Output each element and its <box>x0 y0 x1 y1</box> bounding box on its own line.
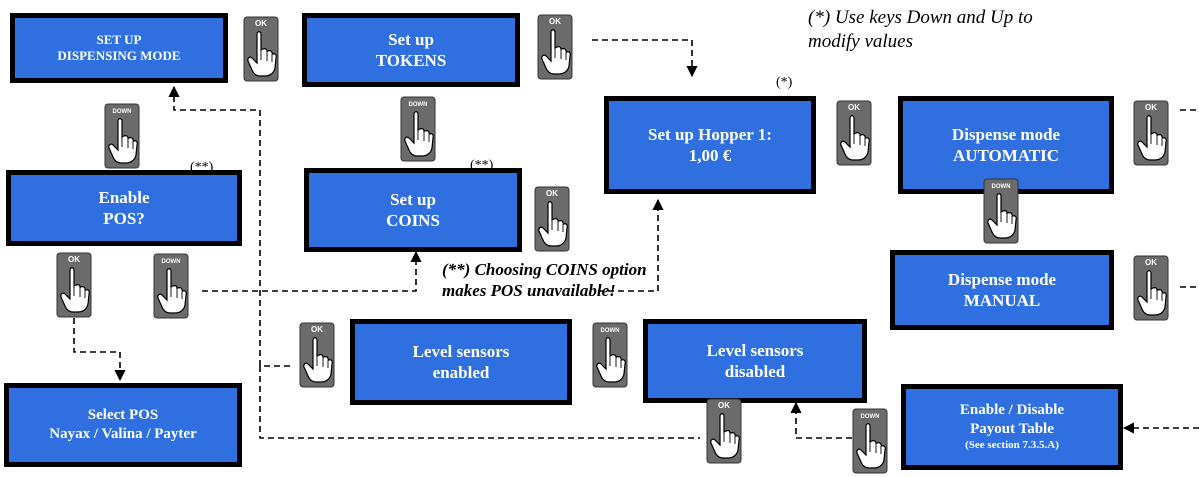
down-key-icon: DOWN <box>104 103 140 169</box>
box-label: POS? <box>103 209 145 228</box>
note-line: (*) Use keys Down and Up to <box>808 7 1033 28</box>
box-label: SET UP <box>96 31 142 47</box>
svg-text:OK: OK <box>311 325 323 334</box>
down-key-icon: DOWN <box>153 253 189 319</box>
svg-text:OK: OK <box>546 189 558 198</box>
box-select-pos: Select POS Nayax / Valina / Payter <box>4 383 242 467</box>
box-setup-tokens: Set up TOKENS <box>302 13 520 87</box>
ok-key-icon: OK <box>836 100 872 166</box>
svg-text:OK: OK <box>68 255 80 264</box>
ok-key-icon: OK <box>706 398 742 464</box>
pos-ok-to-select <box>73 318 126 382</box>
down-key-icon: DOWN <box>592 322 628 388</box>
single-asterisk-mark: (*) <box>776 75 793 90</box>
box-label: Select POS <box>87 407 159 424</box>
box-label: DISPENSING MODE <box>57 48 181 63</box>
keys-hint-note: (*) Use keys Down and Up to modify value… <box>808 6 1033 54</box>
ok-key-icon: OK <box>243 16 279 82</box>
box-label: Level sensors <box>412 341 510 361</box>
ok-key-icon: OK <box>1133 255 1169 321</box>
double-asterisk-mark: (**) <box>190 160 214 175</box>
box-label: (See section 7.3.5.A) <box>965 438 1059 451</box>
box-label: COINS <box>386 211 440 230</box>
box-label: Enable <box>98 187 150 207</box>
down-key-icon: DOWN <box>400 96 436 162</box>
box-label: Nayax / Valina / Payter <box>49 426 197 442</box>
svg-text:DOWN: DOWN <box>113 109 132 115</box>
svg-text:OK: OK <box>549 17 561 26</box>
svg-text:DOWN: DOWN <box>162 259 181 265</box>
box-label: Set up Hopper 1: <box>648 124 772 144</box>
down-key-icon: DOWN <box>983 178 1019 244</box>
svg-text:DOWN: DOWN <box>861 414 880 420</box>
box-dispense-automatic: Dispense mode AUTOMATIC <box>898 96 1114 194</box>
ok-key-icon: OK <box>299 322 335 388</box>
box-dispense-manual: Dispense mode MANUAL <box>890 250 1114 330</box>
tokens-ok-to-hopper <box>592 39 698 78</box>
down-key-icon: DOWN <box>852 408 888 474</box>
note-line: (**) Choosing COINS option <box>442 260 647 279</box>
svg-text:DOWN: DOWN <box>409 102 428 108</box>
box-payout-table: Enable / Disable Payout Table (See secti… <box>901 384 1123 470</box>
box-label: AUTOMATIC <box>952 146 1060 165</box>
coins-ok-to-hopper <box>598 198 664 292</box>
box-label: disabled <box>724 362 786 381</box>
pos-down-to-coins <box>202 250 422 292</box>
svg-text:OK: OK <box>848 103 860 112</box>
box-label: Dispense mode <box>947 269 1057 289</box>
note-line: modify values <box>808 30 914 52</box>
box-setup-coins: Set up COINS <box>304 168 522 252</box>
svg-text:OK: OK <box>1145 103 1157 112</box>
box-label: Level sensors <box>706 340 804 360</box>
box-label: 1,00 € <box>688 146 732 165</box>
box-level-disabled: Level sensors disabled <box>643 319 867 403</box>
box-label: Enable / Disable <box>959 402 1065 419</box>
box-label: Set up <box>390 189 436 209</box>
box-label: TOKENS <box>375 51 447 70</box>
box-level-enabled: Level sensors enabled <box>350 319 572 405</box>
svg-text:OK: OK <box>1145 258 1157 267</box>
svg-text:OK: OK <box>255 19 267 28</box>
ok-key-icon: OK <box>56 252 92 318</box>
svg-text:DOWN: DOWN <box>992 184 1011 190</box>
box-label: Dispense mode <box>951 124 1061 144</box>
note-line: makes POS unavailable! <box>442 281 616 301</box>
box-setup-dispensing-mode: SET UP DISPENSING MODE <box>10 13 228 83</box>
box-label: MANUAL <box>963 291 1041 310</box>
box-setup-hopper: Set up Hopper 1: 1,00 € <box>604 96 816 194</box>
svg-text:OK: OK <box>718 401 730 410</box>
level-ok-to-dispensing <box>168 85 261 366</box>
payout-down-to-leveldis <box>790 401 852 439</box>
coins-hint-note: (**) Choosing COINS option makes POS una… <box>442 259 647 302</box>
box-label: Set up <box>388 29 434 49</box>
double-asterisk-mark: (**) <box>470 158 494 173</box>
leveldis-ok-return <box>259 366 700 439</box>
box-enable-pos: Enable POS? <box>6 170 242 246</box>
svg-text:DOWN: DOWN <box>601 328 620 334</box>
ok-key-icon: OK <box>537 14 573 80</box>
ok-key-icon: OK <box>534 186 570 252</box>
box-label: Payout Table <box>970 421 1054 438</box>
box-label: enabled <box>432 363 490 382</box>
ok-key-icon: OK <box>1133 100 1169 166</box>
